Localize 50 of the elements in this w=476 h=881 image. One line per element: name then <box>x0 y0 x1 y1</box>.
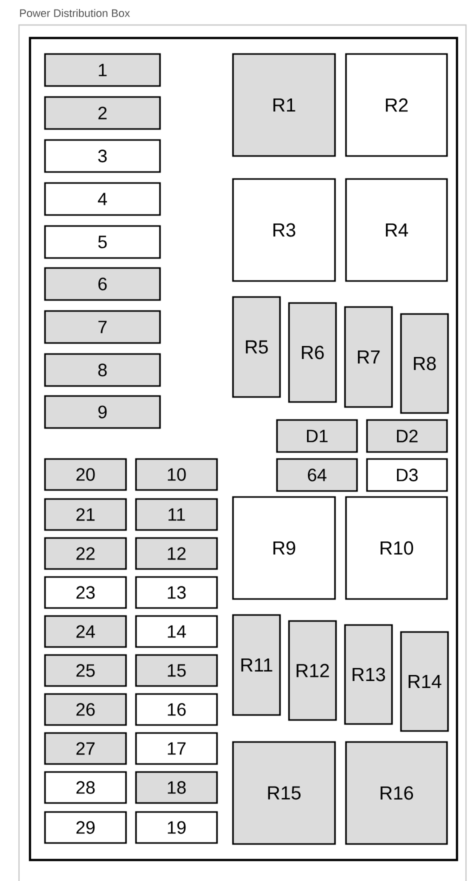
fuse: 24 <box>44 615 127 648</box>
fuse: 7 <box>44 310 161 344</box>
fuse: 19 <box>135 811 218 844</box>
relay: R7 <box>344 306 393 408</box>
fuse: 8 <box>44 353 161 387</box>
fuse: 12 <box>135 537 218 570</box>
diode: D2 <box>366 419 448 453</box>
fuse: 14 <box>135 615 218 648</box>
fuse: 28 <box>44 771 127 804</box>
fuse: 3 <box>44 139 161 173</box>
fuse: 18 <box>135 771 218 804</box>
relay: R15 <box>232 741 336 845</box>
fuse: 13 <box>135 576 218 609</box>
fuse: 22 <box>44 537 127 570</box>
fuse: 27 <box>44 732 127 765</box>
fuse: 17 <box>135 732 218 765</box>
relay: R14 <box>400 631 449 732</box>
fuse: 26 <box>44 693 127 726</box>
diode: D3 <box>366 458 448 492</box>
fuse: 9 <box>44 395 161 429</box>
relay: R11 <box>232 614 281 716</box>
fuse: 25 <box>44 654 127 687</box>
title: Power Distribution Box <box>20 9 130 18</box>
fuse: 29 <box>44 811 127 844</box>
relay: R1 <box>232 53 336 157</box>
relay: R16 <box>345 741 448 845</box>
fuse: 4 <box>44 182 161 216</box>
fuse: 10 <box>135 458 218 491</box>
relay: R2 <box>345 53 448 157</box>
relay: R6 <box>288 302 337 403</box>
fuse: 11 <box>135 498 218 531</box>
diode: 64 <box>276 458 358 492</box>
fuse: 16 <box>135 693 218 726</box>
fuse: 5 <box>44 225 161 259</box>
relay: R8 <box>400 313 449 414</box>
relay: R9 <box>232 496 336 600</box>
fuse: 21 <box>44 498 127 531</box>
fuse: 23 <box>44 576 127 609</box>
fuse: 20 <box>44 458 127 491</box>
fuse: 2 <box>44 96 161 130</box>
relay: R13 <box>344 624 393 725</box>
relay: R3 <box>232 178 336 282</box>
relay: R10 <box>345 496 448 600</box>
fuse: 6 <box>44 267 161 301</box>
fuse: 1 <box>44 53 161 87</box>
diode: D1 <box>276 419 358 453</box>
relay: R12 <box>288 620 337 721</box>
fuse: 15 <box>135 654 218 687</box>
relay: R5 <box>232 296 281 398</box>
relay: R4 <box>345 178 448 282</box>
